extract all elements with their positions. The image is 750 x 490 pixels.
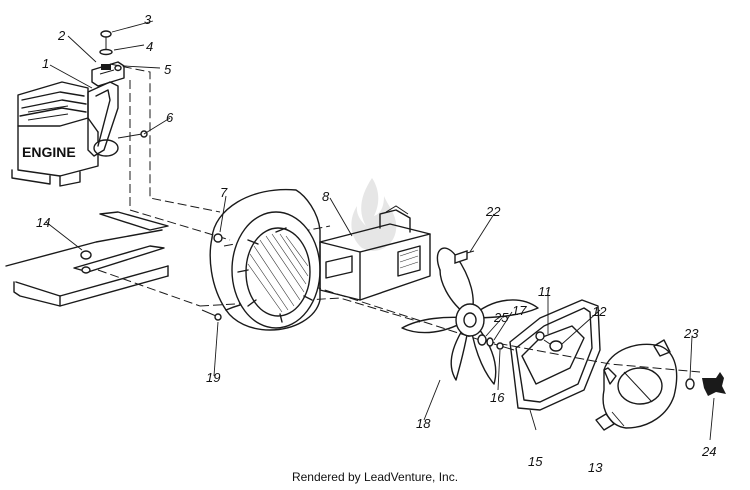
callout-6: 6 [166,110,174,125]
discharge-chute [319,205,431,301]
bolt-22 [454,250,475,264]
mounting-bracket [87,30,148,157]
callout-16: 16 [490,390,505,405]
callout-2: 2 [57,28,66,43]
callout-18: 18 [416,416,431,431]
callout-13: 13 [588,460,603,475]
impeller-fan [401,247,539,385]
footer-credit: Rendered by LeadVenture, Inc. [291,470,459,484]
engine-label: ENGINE [22,144,76,160]
callout-7: 7 [220,185,228,200]
backing-plate [509,299,601,411]
callout-4: 4 [146,39,153,54]
leader-lines [45,20,715,441]
hardware-23-24 [685,372,726,396]
callout-25: 25 [493,310,509,325]
callout-15: 15 [528,454,543,469]
callout-1: 1 [42,56,49,71]
base-plate [5,211,169,307]
callout-14: 14 [36,215,50,230]
callout-5: 5 [164,62,172,77]
alignment-lines [97,63,701,373]
washers-and-bolt [477,334,515,351]
blower-housing [201,188,321,331]
callout-24: 24 [701,444,716,459]
callout-11: 11 [538,284,552,299]
callout-3-label: 3 [144,12,152,27]
engine-assembly [11,81,119,187]
callout-22: 22 [485,204,501,219]
watermark-logo [351,178,397,251]
callout-23: 23 [683,326,699,341]
housing-intake-grille [247,233,309,313]
rotor-disc [595,339,678,431]
callout-8: 8 [322,189,330,204]
callout-17: 17 [512,303,527,318]
callout-19: 19 [206,370,220,385]
callout-12: 12 [592,304,607,319]
